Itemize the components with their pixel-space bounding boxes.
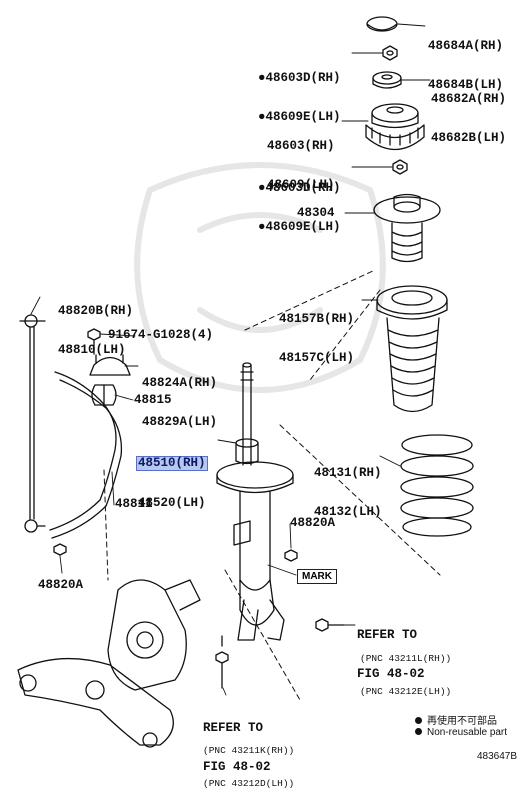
refer-bottom-pnc-rh: (PNC 43211K(RH)) [203, 745, 295, 756]
knuckle-bolt-lower [215, 635, 229, 689]
diagram-drawing [17, 16, 474, 748]
washer-48682 [372, 71, 402, 89]
stabilizer-bar-48811 [49, 371, 123, 539]
label-48132-lh: 48132(LH) [314, 505, 382, 519]
parts-diagram: 48684A(RH) 48684B(LH) ●48603D(RH) ●48609… [17, 14, 517, 789]
label-48820a-right: 48820A [290, 516, 336, 530]
label-48820b-rh: 48820B(RH) [58, 304, 134, 318]
legend-en-text: Non-reusable part [427, 727, 508, 738]
label-48815: 48815 [134, 393, 172, 407]
label-48824: 48824A(RH) 48829A(LH) [142, 351, 217, 442]
figure-id: 483647B [476, 751, 517, 762]
label-48810-lh: 48810(LH) [58, 343, 126, 357]
label-48603d-top: ●48603D(RH) ●48609E(LH) [258, 46, 341, 137]
bolt-91674 [87, 328, 101, 355]
nut-48603d-lower [392, 159, 408, 175]
label-91674: 91674-G1028(4) [108, 328, 214, 342]
legend-en: Non-reusable part [415, 727, 507, 738]
label-48603: 48603(RH) 48609(LH) [267, 114, 335, 205]
spring-seat-48304 [373, 193, 441, 263]
steering-knuckle [107, 579, 201, 691]
lower-arm [17, 657, 174, 748]
watermark-emblem [134, 162, 386, 393]
label-48609-lh: 48609(LH) [267, 178, 335, 192]
label-48609e-top-lh: ●48609E(LH) [258, 110, 341, 124]
bumper-boot-48157 [376, 285, 448, 413]
label-48157c-lh: 48157C(LH) [279, 351, 355, 365]
refer-bottom-pnc-lh: (PNC 43212D(LH)) [203, 778, 295, 789]
alignment-lines [103, 269, 441, 701]
coil-spring-48131 [400, 434, 474, 537]
label-48820b: 48820B(RH) 48810(LH) [58, 279, 133, 370]
bracket-48824 [89, 354, 131, 376]
label-48131: 48131(RH) 48132(LH) [314, 441, 382, 532]
knuckle-bolt-right [315, 618, 345, 632]
label-48682-lh: 48682B(LH) [431, 131, 507, 145]
label-48603d-lower-rh: ●48603D(RH) [258, 181, 341, 195]
label-48682: 48682A(RH) 48682B(LH) [431, 67, 506, 158]
label-48820a-left: 48820A [38, 578, 84, 592]
refer-right: REFER TO FIG 48-02 [357, 603, 425, 694]
non-reusable-dot-icon [415, 728, 422, 735]
label-48510: 48510(RH) 48520(LH) [136, 430, 208, 523]
label-48520-lh: 48520(LH) [138, 496, 206, 510]
refer-right-pnc: (PNC 43211L(RH)) (PNC 43212E(LH)) [360, 631, 451, 708]
refer-right-pnc-lh: (PNC 43212E(LH)) [360, 686, 452, 697]
label-48829a-lh: 48829A(LH) [142, 415, 218, 429]
label-48157: 48157B(RH) 48157C(LH) [279, 287, 354, 378]
label-48304: 48304 [297, 206, 335, 220]
label-48603-rh: 48603(RH) [267, 139, 335, 153]
refer-right-line1: REFER TO [357, 628, 418, 642]
nut-48603d-top [382, 45, 398, 61]
refer-bottom-line1: REFER TO [203, 721, 264, 735]
non-reusable-dot-icon [415, 717, 422, 724]
nut-48820a-right [284, 549, 298, 562]
label-48157-rh: 48157B(RH) [279, 312, 355, 326]
label-48510-rh-highlighted: 48510(RH) [136, 456, 208, 471]
upper-mount-48603 [365, 103, 425, 150]
label-48609e-lower-lh: ●48609E(LH) [258, 220, 341, 234]
label-48824a-rh: 48824A(RH) [142, 376, 218, 390]
mark-label: MARK [297, 569, 337, 584]
label-48684-rh: 48684A(RH) [428, 39, 504, 53]
strut-assembly-48510 [216, 362, 294, 641]
label-48682-rh: 48682A(RH) [431, 92, 507, 106]
bushing-48815 [91, 384, 117, 406]
nut-48820a-left [53, 543, 67, 556]
legend-jp: 再使用不可部品 [415, 712, 507, 727]
leader-lines [30, 23, 431, 696]
refer-right-pnc-rh: (PNC 43211L(RH)) [360, 653, 452, 664]
label-48603d-lower: ●48603D(RH) ●48609E(LH) [258, 156, 341, 247]
label-48684-lh: 48684B(LH) [428, 78, 504, 92]
stabilizer-link-48820b [19, 314, 46, 533]
label-48684: 48684A(RH) 48684B(LH) [428, 14, 503, 105]
dust-cap-48684 [366, 16, 398, 32]
refer-right-line2: FIG 48-02 [357, 667, 425, 681]
refer-bottom-pnc: (PNC 43211K(RH)) (PNC 43212D(LH)) [203, 723, 294, 800]
legend-jp-text: 再使用不可部品 [427, 716, 497, 727]
label-48603d-top-rh: ●48603D(RH) [258, 71, 341, 85]
label-48811: 48811 [115, 497, 153, 511]
legend: 再使用不可部品 Non-reusable part [415, 712, 507, 738]
label-48131-rh: 48131(RH) [314, 466, 382, 480]
